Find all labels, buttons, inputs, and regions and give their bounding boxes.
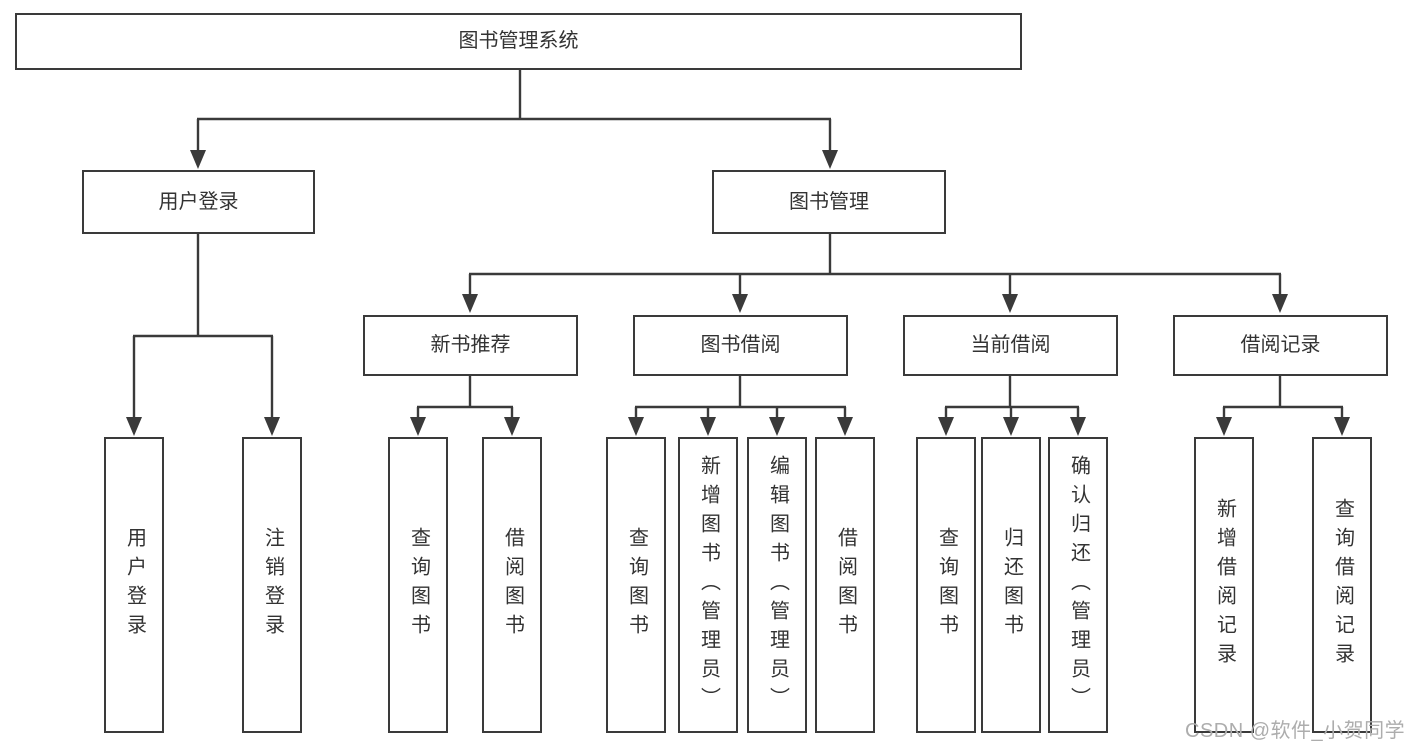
- node-borrow-record: 借阅记录: [1173, 315, 1388, 376]
- leaf-add-borrow-record: 新增借阅记录: [1194, 437, 1254, 733]
- leaf-edit-books-admin: 编辑图书（管理员）: [747, 437, 807, 733]
- node-root: 图书管理系统: [15, 13, 1022, 70]
- leaf-user-login: 用户登录: [104, 437, 164, 733]
- leaf-query-borrow-record: 查询借阅记录: [1312, 437, 1372, 733]
- leaf-borrow-books-2: 借阅图书: [815, 437, 875, 733]
- node-new-book-recommend: 新书推荐: [363, 315, 578, 376]
- leaf-logout: 注销登录: [242, 437, 302, 733]
- leaf-add-books-admin: 新增图书（管理员）: [678, 437, 738, 733]
- leaf-return-books: 归还图书: [981, 437, 1041, 733]
- leaf-borrow-books-1: 借阅图书: [482, 437, 542, 733]
- node-user-login: 用户登录: [82, 170, 315, 234]
- node-book-borrow: 图书借阅: [633, 315, 848, 376]
- leaf-confirm-return-admin: 确认归还（管理员）: [1048, 437, 1108, 733]
- node-current-borrow: 当前借阅: [903, 315, 1118, 376]
- csdn-watermark: CSDN @软件_小贺同学: [1185, 720, 1405, 742]
- leaf-query-books-1: 查询图书: [388, 437, 448, 733]
- leaf-query-books-3: 查询图书: [916, 437, 976, 733]
- node-book-management: 图书管理: [712, 170, 946, 234]
- leaf-query-books-2: 查询图书: [606, 437, 666, 733]
